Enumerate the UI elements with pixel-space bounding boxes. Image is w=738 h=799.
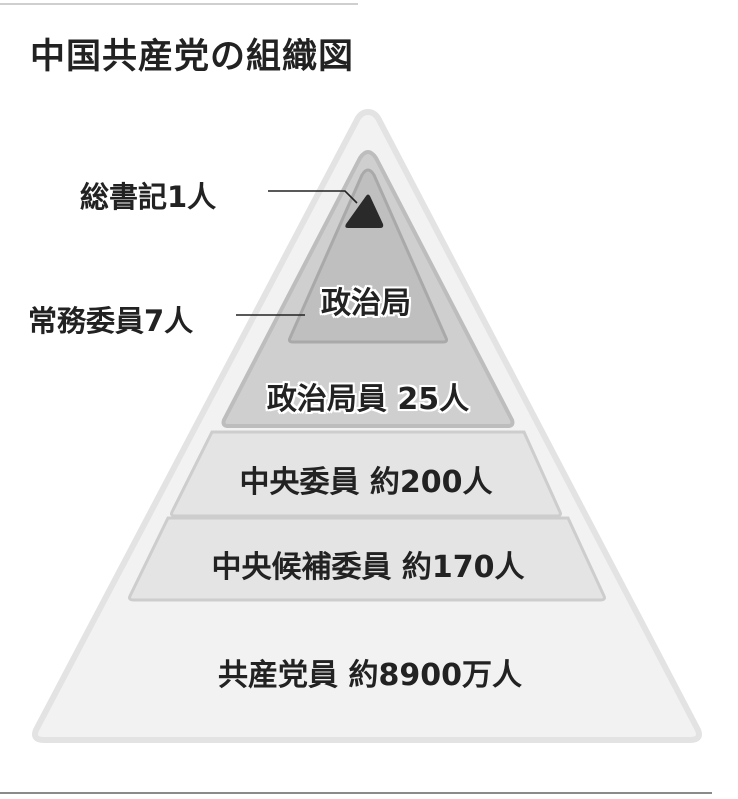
- callout-standing-committee: 常務委員7人: [28, 304, 194, 338]
- leader-line-general-secretary: [268, 190, 358, 204]
- tier-label-politburo: 政治局: [321, 286, 411, 321]
- bottom-rule: [0, 792, 712, 794]
- callout-general-secretary: 総書記1人: [80, 180, 217, 214]
- tier-label-central-committee: 中央委員 約200人: [239, 465, 493, 500]
- tier-politburo-shape: [287, 168, 449, 344]
- tier-label-alternate-members: 中央候補委員 約170人: [211, 550, 525, 585]
- top-rule: [0, 3, 358, 5]
- diagram-title: 中国共産党の組織図: [30, 37, 355, 77]
- tier-label-party-members: 共産党員 約8900万人: [218, 658, 522, 693]
- tier-alternate-members-shape: [128, 516, 606, 602]
- tier-general-secretary-shape: [345, 194, 384, 228]
- tier-label-politburo-members: 政治局員 25人: [266, 382, 470, 417]
- tier-central-committee-shape: [170, 430, 562, 518]
